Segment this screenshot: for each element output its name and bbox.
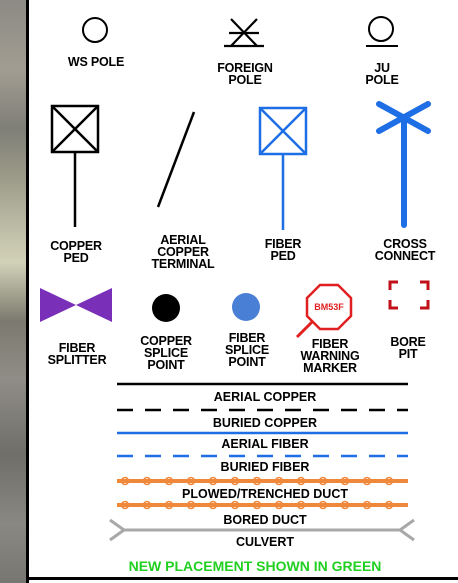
bore-pit-icon — [390, 282, 428, 308]
fiber-warning-marker-icon: BM53F — [297, 285, 351, 337]
bore-pit-label: BORE PIT — [378, 336, 438, 360]
fiber-splitter-label: FIBER SPLITTER — [34, 342, 120, 366]
ju-pole-label: JU POLE — [350, 62, 414, 86]
aerial-copper-terminal-icon — [158, 112, 194, 207]
buried-fiber-label: BURIED FIBER — [110, 460, 420, 474]
fiber-splice-point-label: FIBER SPLICE POINT — [214, 332, 280, 368]
copper-ped-icon — [52, 106, 98, 227]
foreign-pole-label: FOREIGN POLE — [200, 62, 290, 86]
ws-pole-label: WS POLE — [50, 56, 142, 68]
cross-connect-label: CROSS CONNECT — [360, 238, 450, 262]
fiber-splice-point-icon — [232, 293, 260, 321]
fiber-warning-marker-label: FIBER WARNING MARKER — [288, 338, 372, 374]
copper-ped-label: COPPER PED — [36, 240, 116, 264]
ws-pole-icon — [83, 18, 107, 42]
culvert-label: CULVERT — [110, 535, 420, 549]
fiber-ped-icon — [260, 108, 306, 230]
aerial-copper-terminal-label: AERIAL COPPER TERMINAL — [138, 234, 228, 270]
new-placement-note: NEW PLACEMENT SHOWN IN GREEN — [60, 558, 450, 574]
fiber-ped-label: FIBER PED — [250, 238, 316, 262]
cross-connect-icon — [379, 104, 428, 225]
bored-duct-label: BORED DUCT — [110, 513, 420, 527]
copper-splice-point-icon — [152, 294, 180, 322]
warning-marker-label: BM53F — [314, 302, 344, 312]
fiber-splitter-icon — [40, 288, 112, 322]
copper-splice-point-label: COPPER SPLICE POINT — [130, 335, 202, 371]
foreign-pole-icon — [224, 19, 264, 46]
plowed-trenched-duct-label: PLOWED/TRENCHED DUCT — [110, 487, 420, 501]
aerial-copper-label: AERIAL COPPER — [110, 390, 420, 404]
ju-pole-icon — [366, 17, 398, 46]
aerial-fiber-label: AERIAL FIBER — [110, 437, 420, 451]
buried-copper-label: BURIED COPPER — [110, 416, 420, 430]
